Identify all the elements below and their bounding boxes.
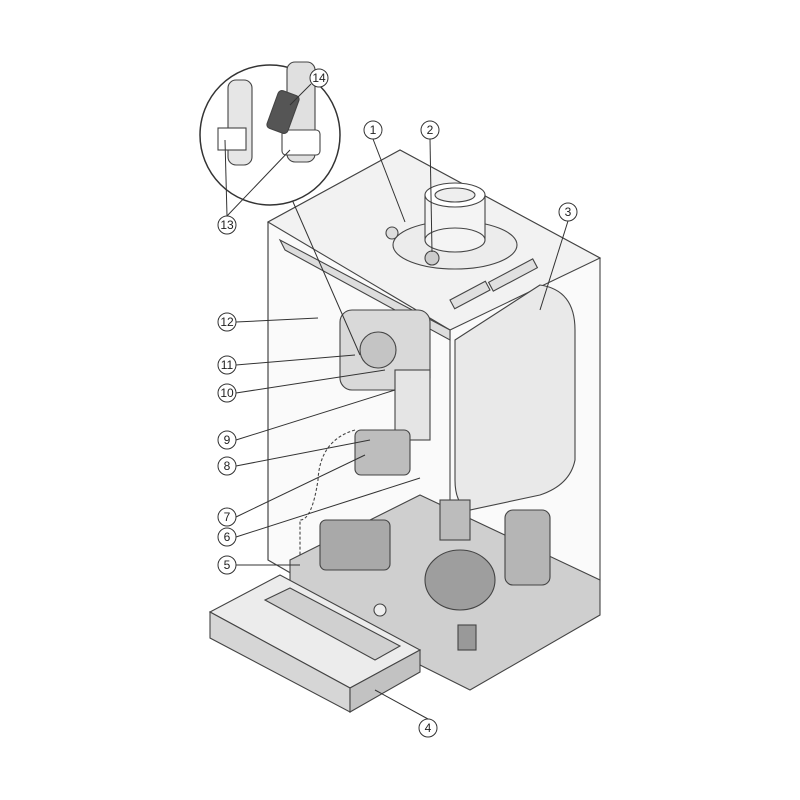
callout-11: 11 [217,355,237,375]
callout-4: 4 [418,718,438,738]
callout-6: 6 [217,527,237,547]
callout-7: 7 [217,507,237,527]
leader-lines [224,83,569,720]
callout-1: 1 [363,120,383,140]
gas-valve [354,429,411,476]
fan-assembly [339,309,431,441]
svg-text:4: 4 [425,721,432,735]
svg-text:11: 11 [221,358,234,372]
svg-text:10: 10 [220,386,234,400]
svg-text:7: 7 [224,510,231,524]
control-box [208,574,422,713]
svg-text:3: 3 [565,205,572,219]
inset-detail [199,61,361,356]
callout-2: 2 [420,120,440,140]
callout-3: 3 [558,202,578,222]
svg-text:12: 12 [220,315,234,329]
callout-5: 5 [217,555,237,575]
svg-text:2: 2 [427,123,434,137]
svg-text:5: 5 [224,558,231,572]
svg-text:14: 14 [312,71,326,85]
callout-9: 9 [217,430,237,450]
heat-exchanger-cover [454,284,576,511]
callout-12: 12 [217,312,237,332]
hydraulic-block [289,494,601,691]
callout-14: 14 [309,68,329,88]
svg-text:9: 9 [224,433,231,447]
svg-text:13: 13 [220,218,234,232]
svg-text:1: 1 [370,123,377,137]
callout-10: 10 [217,383,237,403]
svg-text:6: 6 [224,530,231,544]
condensate-hose [299,429,356,565]
flue-turret [385,182,539,310]
callout-8: 8 [217,456,237,476]
svg-text:8: 8 [224,459,231,473]
callout-13: 13 [217,215,237,235]
